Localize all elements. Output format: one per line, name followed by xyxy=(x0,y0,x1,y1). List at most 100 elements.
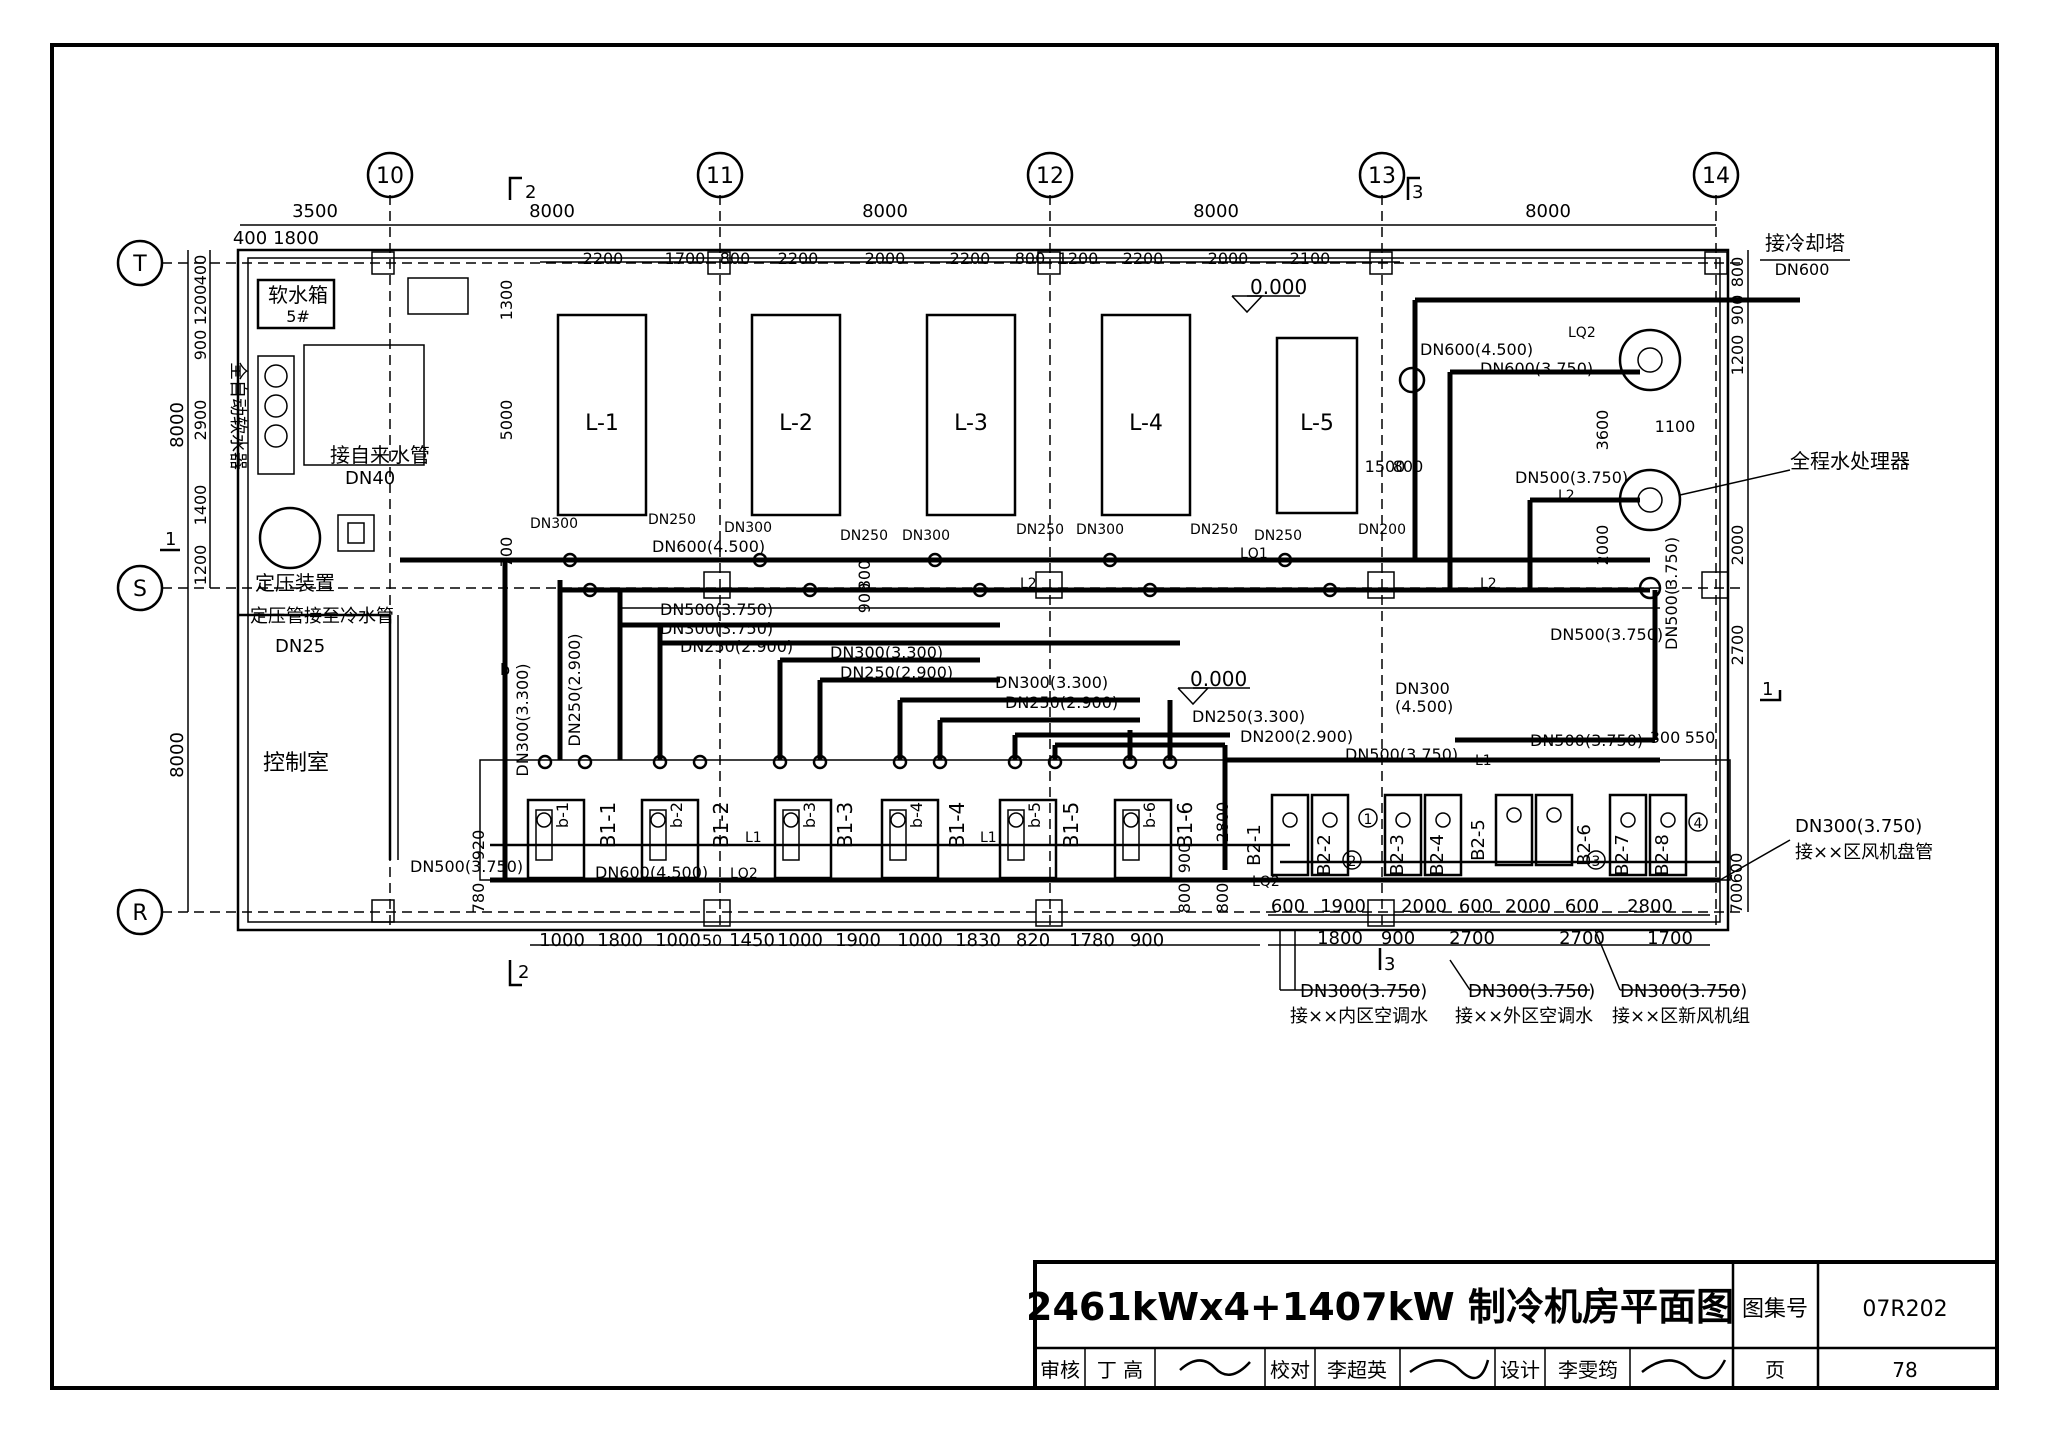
tag-l1-b: L1 xyxy=(980,830,997,846)
pipe-label-dn300-3750: DN300(3.750) xyxy=(660,619,773,638)
chiller-l3-dn250: DN250 xyxy=(1016,522,1064,538)
dim-br-upper-5: 600 xyxy=(1565,896,1599,917)
dim-detail-5: 2200 xyxy=(950,249,991,268)
pump-tag-b6: b-6 xyxy=(1140,802,1159,828)
dim-top-0: 3500 xyxy=(292,201,338,222)
softener-tank-1 xyxy=(264,364,288,388)
pump-b1-2-motor xyxy=(649,809,667,861)
valve-1 xyxy=(537,754,553,770)
chiller-l1 xyxy=(556,313,648,517)
valve-h1 xyxy=(562,552,578,568)
pipe-label-dn600-3750-r: DN600(3.750) xyxy=(1480,359,1593,378)
pump-b2-8 xyxy=(1648,793,1688,877)
dim-misc-11: 550 xyxy=(1685,728,1716,747)
dim-br-lower-2: 2700 xyxy=(1449,928,1495,949)
section-label-2-bottom: 2 xyxy=(518,962,529,983)
tag-l1-a: L1 xyxy=(745,830,762,846)
soft-tank-no: 5# xyxy=(286,307,310,326)
pump-b2-6-impeller xyxy=(1546,807,1562,823)
pump-b2-5-impeller xyxy=(1506,807,1522,823)
pressurizer-pipe-label: 定压管接至冷水管 xyxy=(250,606,394,627)
check-label: 校对 xyxy=(1270,1358,1310,1382)
pump-b2-7-label: B2-7 xyxy=(1612,834,1633,876)
valve-h7 xyxy=(1102,552,1118,568)
circle-tag-1-label: 1 xyxy=(1364,812,1373,828)
title-block: 2461kWx4+1407kW 制冷机房平面图 图集号 07R202 审核 丁 … xyxy=(1026,1260,1999,1390)
dim-br-lower-4: 1700 xyxy=(1647,928,1693,949)
water-treatment-unit xyxy=(1618,468,1682,532)
dim-bottom-3: 50 xyxy=(702,931,722,950)
axis-bubble-14 xyxy=(1692,151,1740,199)
valve-dn500 xyxy=(1638,576,1662,600)
section-mark-1-right xyxy=(1760,690,1782,702)
dimensions-bottom: 1000 1800 1000 50 1450 1000 1900 1000 18… xyxy=(530,896,1710,951)
valve-12 xyxy=(1162,754,1178,770)
circle-tag-3-label: 3 xyxy=(1592,854,1601,870)
pipe-label-dn300-sub: (4.500) xyxy=(1395,697,1453,716)
valve-h5 xyxy=(927,552,943,568)
pump-b1-4-label: B1-4 xyxy=(945,802,969,848)
dim-misc-14: 800 xyxy=(1393,457,1424,476)
dim-left-inner-1: 1200 xyxy=(191,285,210,326)
column-13-T xyxy=(1369,251,1393,275)
dim-detail-3: 2200 xyxy=(778,249,819,268)
axis-label-R: R xyxy=(132,901,147,926)
sheet-border xyxy=(50,43,1999,1390)
valve-4 xyxy=(692,754,708,770)
dim-misc-4: 900 xyxy=(1175,843,1194,874)
dim-detail-0: 2200 xyxy=(583,249,624,268)
dim-detail-4: 2000 xyxy=(865,249,906,268)
pipes xyxy=(400,297,1800,883)
pump-b1-5 xyxy=(998,798,1058,880)
check-name: 李超英 xyxy=(1327,1358,1387,1382)
right-equipment: 接冷却塔 DN600 全程水处理器 DN300(3.750) 接××区风机盘管 xyxy=(1618,231,1933,881)
column-13-S xyxy=(1367,571,1395,599)
dim-left-1: 8000 xyxy=(167,732,188,778)
pump-tag-b4: b-4 xyxy=(907,802,926,828)
pump-b2-1 xyxy=(1270,793,1310,877)
pipe-label-dn200-2900: DN200(2.900) xyxy=(1240,727,1353,746)
axis-bubble-12 xyxy=(1026,151,1074,199)
dim-misc-8: 1500 xyxy=(1365,457,1406,476)
chiller-l5-dn200: DN200 xyxy=(1358,522,1406,538)
pump-b1-1-impeller xyxy=(536,812,552,828)
drawing-title: 2461kWx4+1407kW 制冷机房平面图 xyxy=(1026,1285,1734,1329)
column-14-T xyxy=(1704,251,1728,275)
dim-top-sub-0: 400 xyxy=(233,228,267,249)
dim-right-0: 800 xyxy=(1728,257,1747,288)
column-13-R xyxy=(1367,899,1395,927)
pump-b2-1-impeller xyxy=(1282,812,1298,828)
cooling-tower-label: 接冷却塔 xyxy=(1765,231,1845,255)
pump-b2-5-label: B2-5 xyxy=(1468,819,1489,861)
dim-misc-6: 800 xyxy=(855,560,874,591)
water-treatment-leader xyxy=(1679,469,1791,496)
section-mark-3-top xyxy=(1406,176,1420,200)
dim-right-2: 1200 xyxy=(1728,335,1747,376)
circle-tag-4-label: 4 xyxy=(1694,816,1703,832)
dim-top-4: 8000 xyxy=(1525,201,1571,222)
pump-b1-3-motor xyxy=(782,809,800,861)
control-room-label: 控制室 xyxy=(263,751,329,776)
dim-detail-6: 800 xyxy=(1015,249,1046,268)
chillers: L-1 L-2 L-3 L-4 L-5 DN300 DN250 DN300 DN… xyxy=(530,313,1406,544)
dim-right-6: 2700 xyxy=(1728,625,1747,666)
column-11-S xyxy=(703,571,731,599)
pipe-label-dn250-2900-a: DN250(2.900) xyxy=(680,637,793,656)
pump-b1-5-impeller xyxy=(1008,812,1024,828)
dim-bottom-1: 1800 xyxy=(597,930,643,951)
section-mark-2-bottom xyxy=(508,960,522,987)
title-block-frame xyxy=(1033,1260,1999,1390)
pump-b2-7 xyxy=(1608,793,1648,877)
section-label-3-top: 3 xyxy=(1412,182,1423,203)
valve-h8 xyxy=(1142,582,1158,598)
water-treatment-label: 全程水处理器 xyxy=(1790,449,1910,473)
pipe-label-dn500-3750-wt: DN500(3.750) xyxy=(1515,468,1628,487)
dimensions-top: 3500 8000 8000 8000 8000 400 1800 2200 1… xyxy=(233,201,1716,268)
pump-b2-4 xyxy=(1423,793,1463,877)
axis-bubble-11 xyxy=(696,151,744,199)
dim-br-lower-3: 2700 xyxy=(1559,928,1605,949)
pipe-label-dn250-2900-b: DN250(2.900) xyxy=(840,663,953,682)
pipe-label-dn300-3300-v: DN300(3.300) xyxy=(513,663,532,776)
dim-misc-9: 1100 xyxy=(1655,417,1696,436)
